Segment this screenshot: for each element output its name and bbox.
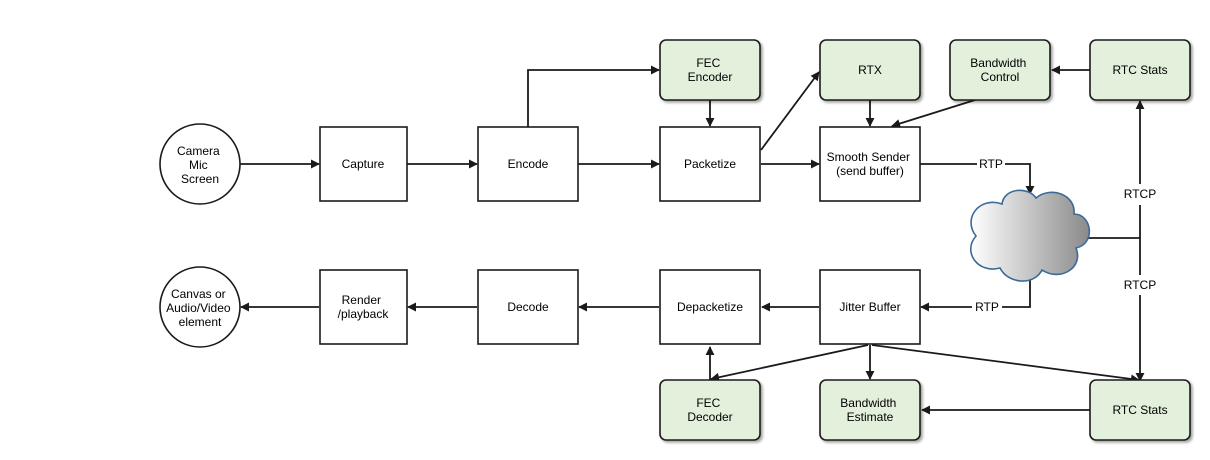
source-node: Camera Mic Screen <box>159 123 241 205</box>
svg-text:Render /playback: Render /playback <box>338 293 390 321</box>
network-cloud-icon <box>970 189 1091 282</box>
svg-text:Camera Mic Scr: Camera Mic Screen <box>177 144 223 186</box>
fec-decoder-line-1: FEC <box>696 396 720 410</box>
smooth-sender-node: Smooth Sender (send buffer) <box>819 126 921 202</box>
svg-text:Bandwidth Control: Bandwidth Control <box>970 56 1029 84</box>
decode-node: Decode <box>477 269 579 345</box>
packetize-label: Packetize <box>684 157 736 171</box>
source-line-1: Camera <box>177 144 220 158</box>
decode-label: Decode <box>507 300 549 314</box>
capture-node: Capture <box>319 126 408 202</box>
fec-decoder-line-2: Decoder <box>687 410 732 424</box>
fec-encoder-line-1: FEC <box>696 56 720 70</box>
svg-text:Smooth Sender (send bu: Smooth Sender (send buffer) <box>827 150 914 178</box>
rtcp-lower-label: RTCP <box>1124 278 1156 292</box>
smooth-sender-line-2: (send buffer) <box>836 164 904 178</box>
smooth-sender-line-1: Smooth Sender <box>827 150 910 164</box>
render-line-1: Render <box>342 293 381 307</box>
render-line-2: /playback <box>338 307 390 321</box>
jitter-buffer-node: Jitter Buffer <box>819 269 921 345</box>
edges <box>240 65 1140 415</box>
packetize-node: Packetize <box>659 126 761 202</box>
edge-network-to-jitter-buffer <box>1002 280 1031 308</box>
rtc-stats-top-label: RTC Stats <box>1112 63 1167 77</box>
edge-labels: RTP RTP RTCP RTCP <box>975 157 1156 314</box>
nodes: Camera Mic Screen Capture Encode FEC Enc… <box>159 39 1191 441</box>
bandwidth-control-line-2: Control <box>981 70 1020 84</box>
edge-bandwidth-control-to-smooth-sender <box>891 99 976 128</box>
bandwidth-estimate-line-2: Estimate <box>847 410 894 424</box>
bandwidth-control-node: Bandwidth Control <box>949 39 1051 101</box>
source-line-3: Screen <box>181 172 219 186</box>
bandwidth-estimate-line-1: Bandwidth <box>840 396 896 410</box>
fec-encoder-node: FEC Encoder <box>659 39 761 101</box>
rtp-send-label: RTP <box>979 157 1003 171</box>
depacketize-label: Depacketize <box>677 300 743 314</box>
edge-smooth-sender-to-network-tail <box>1005 163 1035 195</box>
encode-node: Encode <box>477 126 579 202</box>
svg-text:Bandwidth Estimate: Bandwidth Estimate <box>840 396 899 424</box>
fec-decoder-node: FEC Decoder <box>659 379 761 441</box>
source-line-2: Mic <box>189 158 208 172</box>
rtp-receive-label: RTP <box>975 300 999 314</box>
sink-node: Canvas or Audio/Video element <box>159 266 241 348</box>
depacketize-node: Depacketize <box>659 269 761 345</box>
rtc-stats-top-node: RTC Stats <box>1089 39 1191 101</box>
bandwidth-estimate-node: Bandwidth Estimate <box>819 379 921 441</box>
edge-jitter-buffer-to-rtc-stats <box>871 344 1140 384</box>
jitter-buffer-label: Jitter Buffer <box>839 300 900 314</box>
rtc-stats-bottom-node: RTC Stats <box>1089 379 1191 441</box>
edge-jitter-buffer-to-fec-decoder <box>710 344 869 382</box>
capture-label: Capture <box>342 157 385 171</box>
fec-encoder-line-2: Encoder <box>688 70 733 84</box>
rtx-node: RTX <box>819 39 921 101</box>
svg-text:FEC Encoder: FEC Encoder <box>688 56 733 84</box>
rtx-label: RTX <box>858 63 882 77</box>
edge-encode-to-fec-encoder <box>527 65 660 127</box>
svg-text:Canvas or Audio/Video: Canvas or Audio/Video element <box>166 287 234 329</box>
bandwidth-control-line-1: Bandwidth <box>970 56 1026 70</box>
sink-line-1: Canvas or <box>171 287 226 301</box>
sink-line-3: element <box>179 315 222 329</box>
rtcp-upper-label: RTCP <box>1124 187 1156 201</box>
rtc-stats-bottom-label: RTC Stats <box>1112 403 1167 417</box>
sink-line-2: Audio/Video <box>166 301 231 315</box>
svg-text:FEC Decoder: FEC Decoder <box>687 396 732 424</box>
render-node: Render /playback <box>319 269 408 345</box>
edge-packetize-to-rtx <box>760 71 820 151</box>
encode-label: Encode <box>508 157 549 171</box>
